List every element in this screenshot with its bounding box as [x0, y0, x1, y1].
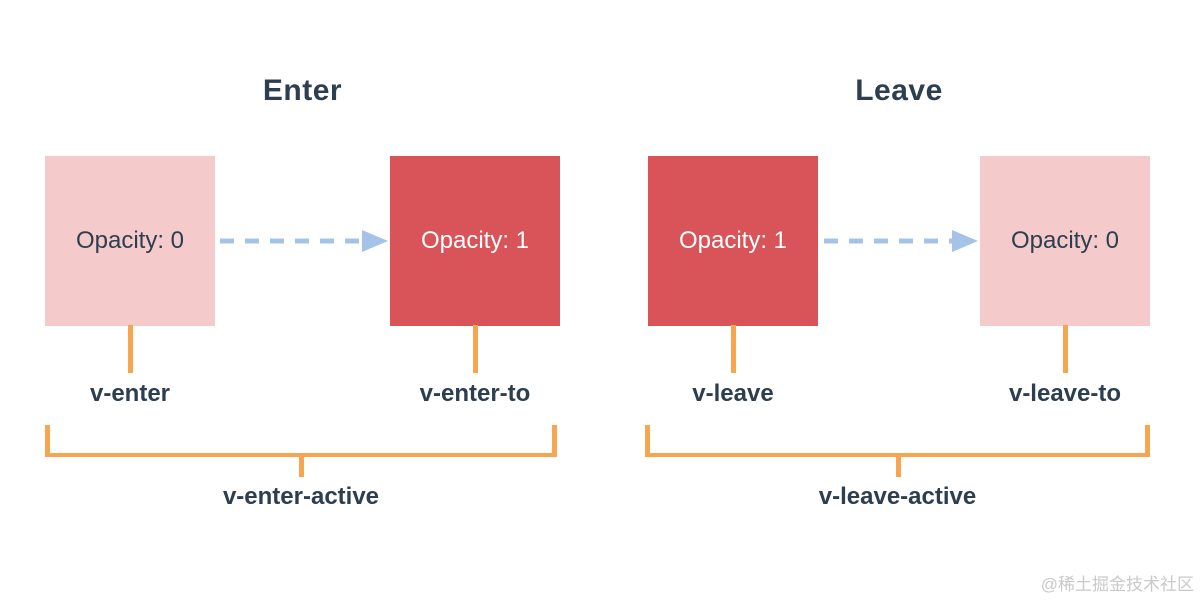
enter-section-title: Enter — [262, 74, 343, 107]
class-label-v-enter: v-enter — [89, 380, 171, 407]
box-v-leave-from: Opacity: 1 — [648, 156, 818, 326]
opacity-value-label: Opacity: 0 — [1010, 227, 1120, 254]
watermark: @稀土掘金技术社区 — [1040, 575, 1194, 594]
bracket-bar — [645, 453, 1150, 457]
bracket-left-tick — [645, 425, 650, 457]
bracket-bar — [45, 453, 557, 457]
enter-active-bracket — [45, 425, 557, 478]
bracket-left-tick — [45, 425, 50, 457]
connector-line — [473, 325, 478, 373]
box-v-enter-from: Opacity: 0 — [45, 156, 215, 326]
opacity-value-label: Opacity: 0 — [75, 227, 185, 254]
connector-line — [1063, 325, 1068, 373]
class-label-v-leave-active: v-leave-active — [818, 483, 977, 510]
opacity-value-label: Opacity: 1 — [678, 227, 788, 254]
class-label-v-leave-to: v-leave-to — [1008, 380, 1122, 407]
connector-line — [731, 325, 736, 373]
box-v-leave-to: Opacity: 0 — [980, 156, 1150, 326]
bracket-right-tick — [1145, 425, 1150, 457]
bracket-stem — [299, 457, 304, 477]
bracket-stem — [895, 457, 901, 477]
leave-section-title: Leave — [855, 74, 943, 107]
connector-line — [128, 325, 133, 373]
class-label-v-enter-to: v-enter-to — [419, 380, 531, 407]
bracket-right-tick — [552, 425, 557, 457]
leave-active-bracket — [645, 425, 1150, 478]
box-v-enter-to: Opacity: 1 — [390, 156, 560, 326]
enter-transition-arrow-icon — [220, 230, 388, 252]
class-label-v-leave: v-leave — [692, 380, 774, 407]
class-label-v-enter-active: v-enter-active — [222, 483, 380, 510]
opacity-value-label: Opacity: 1 — [420, 227, 530, 254]
leave-transition-arrow-icon — [824, 230, 978, 252]
